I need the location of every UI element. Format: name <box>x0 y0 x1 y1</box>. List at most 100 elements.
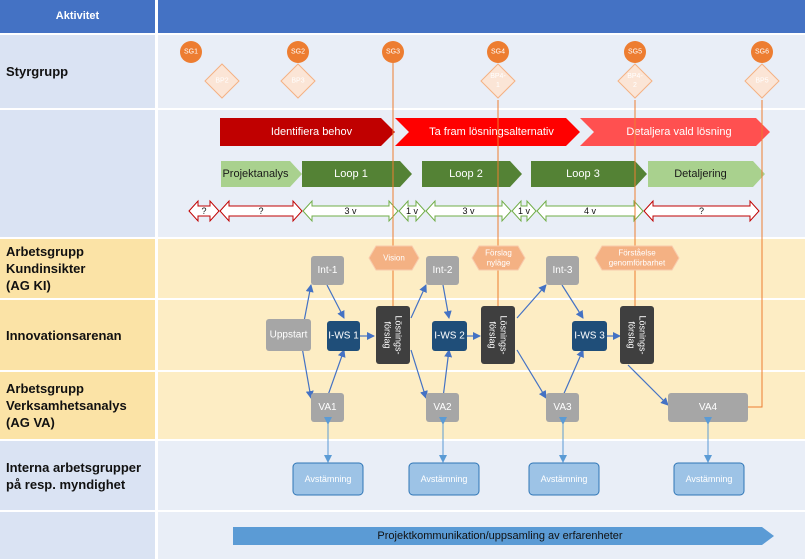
va-box-label: VA4 <box>699 402 718 413</box>
va-box-label: VA2 <box>433 402 452 413</box>
duration-label-line: ? <box>699 206 704 216</box>
duration-arrow <box>219 199 303 223</box>
flow-connector <box>516 284 547 319</box>
phase-label: Identifiera behov <box>271 126 353 138</box>
loop-label-line: Loop 3 <box>566 168 600 180</box>
iws-box-label: I-WS 3 <box>574 331 605 342</box>
losningsforslag-line: Lösnings- <box>638 315 648 354</box>
row-label-ag-ki-line: (AG KI) <box>6 278 51 293</box>
row-label-ag-va-line: Verksamhetsanalys <box>6 398 127 413</box>
bp-label: BP2 <box>215 78 228 85</box>
duration-arrow <box>398 199 426 223</box>
duration-label: ? <box>699 206 704 216</box>
duration-arrow <box>536 199 644 223</box>
iws-box <box>432 321 467 351</box>
avstamning-box <box>528 462 600 496</box>
loop-arrow <box>531 161 647 187</box>
avstamning-label-line: Avstämning <box>541 474 588 484</box>
flow-connector <box>410 284 427 319</box>
loop-label-line: Loop 1 <box>334 168 368 180</box>
losningsforslag-line: Lösnings- <box>394 315 404 354</box>
duration-arrow <box>643 199 760 223</box>
label-cell-plan <box>0 110 155 237</box>
duration-label-line: ? <box>201 206 206 216</box>
communication-label-line: Projektkommunikation/uppsamling av erfar… <box>377 530 623 542</box>
avstamning-label-line: Avstämning <box>686 474 733 484</box>
phase-label-line: Identifiera behov <box>271 126 353 138</box>
bp-diamond <box>744 63 780 99</box>
int-box-label: Int-2 <box>432 265 452 276</box>
row-label-ag-va: Arbetsgrupp Verksamhetsanalys (AG VA) <box>6 380 127 431</box>
loop-arrow <box>648 161 765 187</box>
ki-note-label-line: Förståelse <box>618 249 656 258</box>
losningsforslag-box <box>376 306 410 364</box>
loop-label: Loop 2 <box>449 168 483 180</box>
va-box <box>426 393 459 422</box>
phase-label: Detaljera vald lösning <box>626 126 731 138</box>
duration-label-line: 1 v <box>518 206 531 216</box>
bp-diamond <box>280 63 316 99</box>
avstamning-box <box>408 462 480 496</box>
va-box-label: VA1 <box>318 402 337 413</box>
sg-label-line: SG4 <box>491 49 505 56</box>
losningsforslag-box <box>620 306 654 364</box>
duration-label: ? <box>258 206 263 216</box>
duration-label: ? <box>201 206 206 216</box>
int-box-label-line: Int-1 <box>317 265 337 276</box>
sg-milestone-circle <box>287 41 309 63</box>
int-box <box>426 256 459 285</box>
avstamning-label: Avstämning <box>686 474 733 484</box>
row-label-ag-va-line: (AG VA) <box>6 415 55 430</box>
avstamning-box <box>673 462 745 496</box>
flow-connector <box>442 349 453 399</box>
va-box-label-line: VA2 <box>433 402 452 413</box>
avstamning-label-line: Avstämning <box>305 474 352 484</box>
iws-box-label: I-WS 1 <box>328 331 359 342</box>
flow-connector <box>561 349 584 399</box>
phase-arrow <box>395 118 580 146</box>
bp-diamond <box>480 63 516 99</box>
losningsforslag-label: Lösnings-förslag <box>488 315 509 354</box>
int-box-label-line: Int-2 <box>432 265 452 276</box>
va-box <box>668 393 748 422</box>
flow-connector <box>442 284 452 319</box>
column-separator <box>155 0 158 559</box>
row-label-ag-ki-line: Arbetsgrupp <box>6 244 84 259</box>
phase-label: Ta fram lösningsalternativ <box>429 126 554 138</box>
int-box-label: Int-1 <box>317 265 337 276</box>
bp-label-line: 2 <box>633 82 637 89</box>
losningsforslag-label: Lösnings-förslag <box>383 315 404 354</box>
int-box-label-line: Int-3 <box>552 265 572 276</box>
loop-arrow <box>221 161 302 187</box>
iws-box <box>327 321 360 351</box>
row-label-styrgrupp: Styrgrupp <box>6 64 69 79</box>
sg-milestone-circle <box>624 41 646 63</box>
loop-label: Loop 3 <box>566 168 600 180</box>
va-box <box>311 393 344 422</box>
bp-label-line: BP4- <box>490 73 506 80</box>
bp-label: BP4-2 <box>627 73 643 89</box>
loop-arrow <box>302 161 412 187</box>
sg-label: SG6 <box>755 49 769 56</box>
va-box-label: VA3 <box>553 402 572 413</box>
communication-arrow <box>233 527 774 545</box>
label-cell-innovation: Innovationsarenan <box>0 300 155 370</box>
ki-note <box>471 245 526 271</box>
duration-label: 1 v <box>406 206 419 216</box>
flow-connector <box>301 346 314 399</box>
phase-label-line: Detaljera vald lösning <box>626 126 731 138</box>
sg-label-line: SG6 <box>755 49 769 56</box>
sg-milestone-circle <box>487 41 509 63</box>
avstamning-box <box>292 462 364 496</box>
loop-label: Loop 1 <box>334 168 368 180</box>
row-label-interna-line: Interna arbetsgrupper <box>6 459 142 475</box>
iws-box-label-line: I-WS 3 <box>574 331 605 342</box>
int-box <box>311 256 344 285</box>
row-label-ag-ki: Arbetsgrupp Kundinsikter (AG KI) <box>6 243 85 294</box>
va-box-label-line: VA1 <box>318 402 337 413</box>
row-label-innovationsarenan: Innovationsarenan <box>6 327 122 343</box>
uppstart-box-label-line: Uppstart <box>270 330 308 341</box>
bp-diamond <box>204 63 240 99</box>
bp-diamond <box>617 63 653 99</box>
